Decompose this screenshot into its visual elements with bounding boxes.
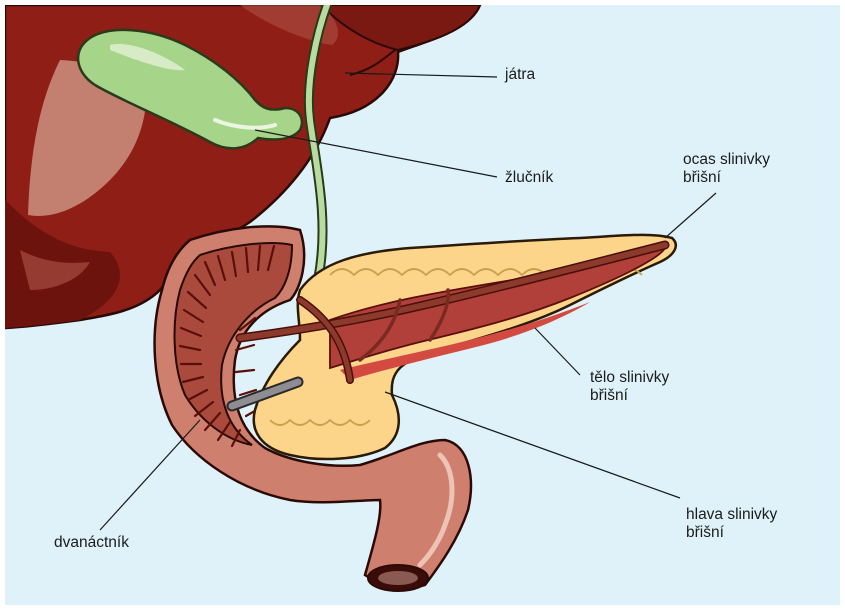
label-pancreas-head-line1: hlava slinivky [686,506,777,524]
label-pancreas-body-line1: tělo slinivky [590,369,669,387]
label-duodenum: dvanáctník [54,534,129,552]
label-pancreas-tail-line1: ocas slinivky [683,151,770,169]
label-pancreas-body: tělo slinivky břišní [590,369,669,405]
label-pancreas-tail-line2: břišní [683,169,770,187]
label-pancreas-head: hlava slinivky břišní [686,506,777,542]
label-liver: játra [505,66,535,84]
label-pancreas-body-line2: břišní [590,387,669,405]
label-gallbladder: žlučník [505,169,553,187]
label-pancreas-head-line2: břišní [686,524,777,542]
label-pancreas-tail: ocas slinivky břišní [683,151,770,187]
